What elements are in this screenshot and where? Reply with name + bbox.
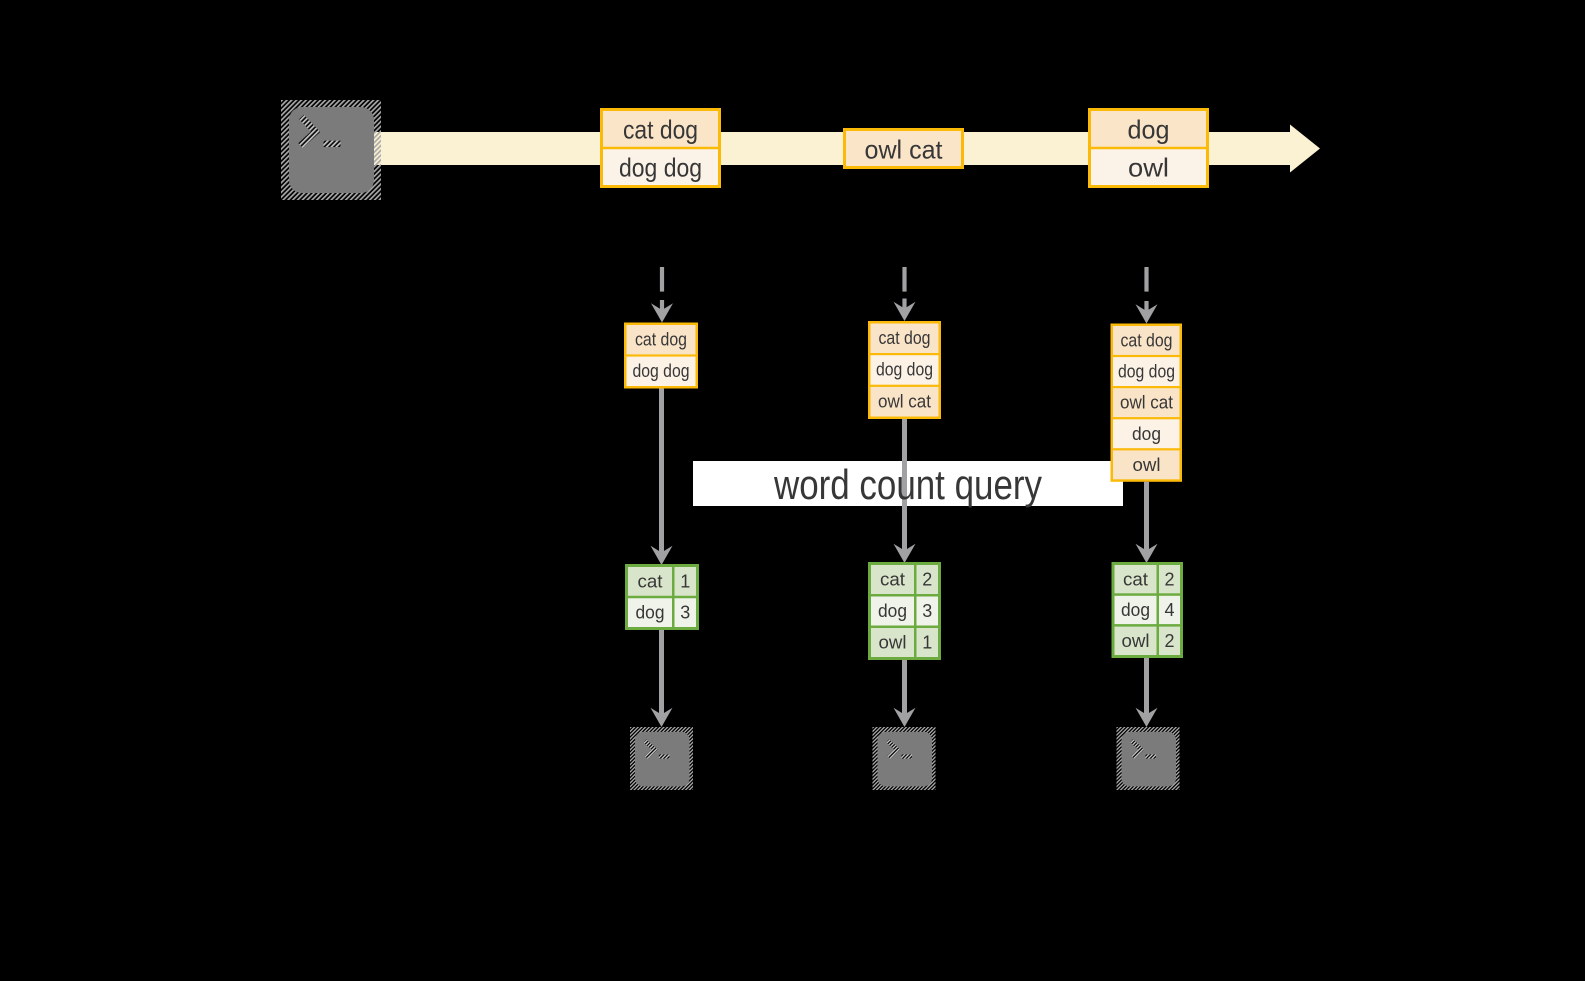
svg-text:2: 2 xyxy=(1164,631,1174,651)
svg-text:1: 1 xyxy=(680,572,690,592)
svg-text:dog dog: dog dog xyxy=(1118,362,1175,382)
svg-text:cat: cat xyxy=(880,570,905,590)
svg-text:owl: owl xyxy=(1133,455,1161,475)
svg-text:owl cat: owl cat xyxy=(1120,393,1173,413)
svg-text:cat dog: cat dog xyxy=(623,114,698,144)
svg-text:dog: dog xyxy=(636,603,665,623)
svg-text:dog dog: dog dog xyxy=(633,361,690,381)
svg-text:dog: dog xyxy=(1132,424,1161,444)
svg-text:1: 1 xyxy=(922,633,932,653)
svg-text:owl: owl xyxy=(1128,152,1169,182)
svg-text:2: 2 xyxy=(1164,569,1174,589)
svg-text:3: 3 xyxy=(680,603,690,623)
svg-text:dog dog: dog dog xyxy=(619,152,702,182)
svg-text:word count query: word count query xyxy=(773,461,1042,508)
svg-text:cat dog: cat dog xyxy=(635,330,687,350)
svg-text:dog dog: dog dog xyxy=(876,360,933,380)
svg-text:owl: owl xyxy=(879,633,907,653)
svg-text:cat: cat xyxy=(1123,569,1148,589)
svg-text:dog: dog xyxy=(1121,600,1150,620)
svg-text:owl cat: owl cat xyxy=(878,391,931,411)
svg-text:cat dog: cat dog xyxy=(1121,331,1173,351)
svg-text:2: 2 xyxy=(922,570,932,590)
svg-text:owl: owl xyxy=(1122,631,1150,651)
svg-text:cat: cat xyxy=(638,572,663,592)
svg-text:3: 3 xyxy=(922,601,932,621)
svg-text:dog: dog xyxy=(1128,114,1170,144)
svg-text:4: 4 xyxy=(1164,600,1174,620)
svg-text:owl cat: owl cat xyxy=(865,135,944,165)
svg-text:dog: dog xyxy=(878,601,907,621)
svg-text:cat dog: cat dog xyxy=(879,328,931,348)
